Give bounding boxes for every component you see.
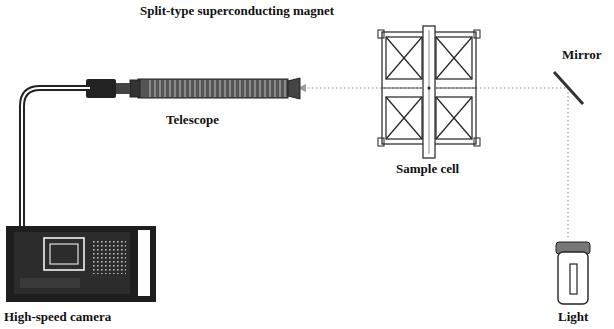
camera-head (22, 79, 130, 228)
telescope-ridge (155, 80, 156, 97)
camera-label: High-speed camera (4, 310, 111, 324)
telescope-ridge (165, 80, 166, 97)
telescope-ridge (215, 80, 216, 97)
telescope-ridge (250, 80, 251, 97)
telescope (130, 78, 300, 99)
telescope-ridge (200, 80, 201, 97)
telescope-ridge (150, 80, 151, 97)
telescope-ridge (160, 80, 161, 97)
telescope-ridge (225, 80, 226, 97)
high-speed-camera (6, 226, 156, 302)
telescope-ridge (245, 80, 246, 97)
telescope-ridge (270, 80, 271, 97)
telescope-ridge (240, 80, 241, 97)
telescope-ridge (230, 80, 231, 97)
telescope-ridge (210, 80, 211, 97)
telescope-ridge (260, 80, 261, 97)
telescope-ridge (265, 80, 266, 97)
telescope-ridge (205, 80, 206, 97)
telescope-ridge (195, 80, 196, 97)
magnet-label: Split-type superconducting magnet (140, 4, 334, 18)
telescope-ridge (255, 80, 256, 97)
telescope-label: Telescope (166, 113, 219, 127)
telescope-ridge (175, 80, 176, 97)
light-label: Light (558, 310, 588, 324)
lamp (556, 242, 590, 304)
telescope-ridge (180, 80, 181, 97)
telescope-ridge (275, 80, 276, 97)
telescope-ridge (280, 80, 281, 97)
telescope-ridge (185, 80, 186, 97)
telescope-ridge (170, 80, 171, 97)
telescope-ridge (220, 80, 221, 97)
mirror-label: Mirror (562, 48, 601, 62)
telescope-ridge (190, 80, 191, 97)
sample-cell (423, 26, 435, 158)
sample-cell-label: Sample cell (396, 162, 459, 176)
telescope-ridge (285, 80, 286, 97)
telescope-ridge (235, 80, 236, 97)
mirror (554, 72, 583, 104)
